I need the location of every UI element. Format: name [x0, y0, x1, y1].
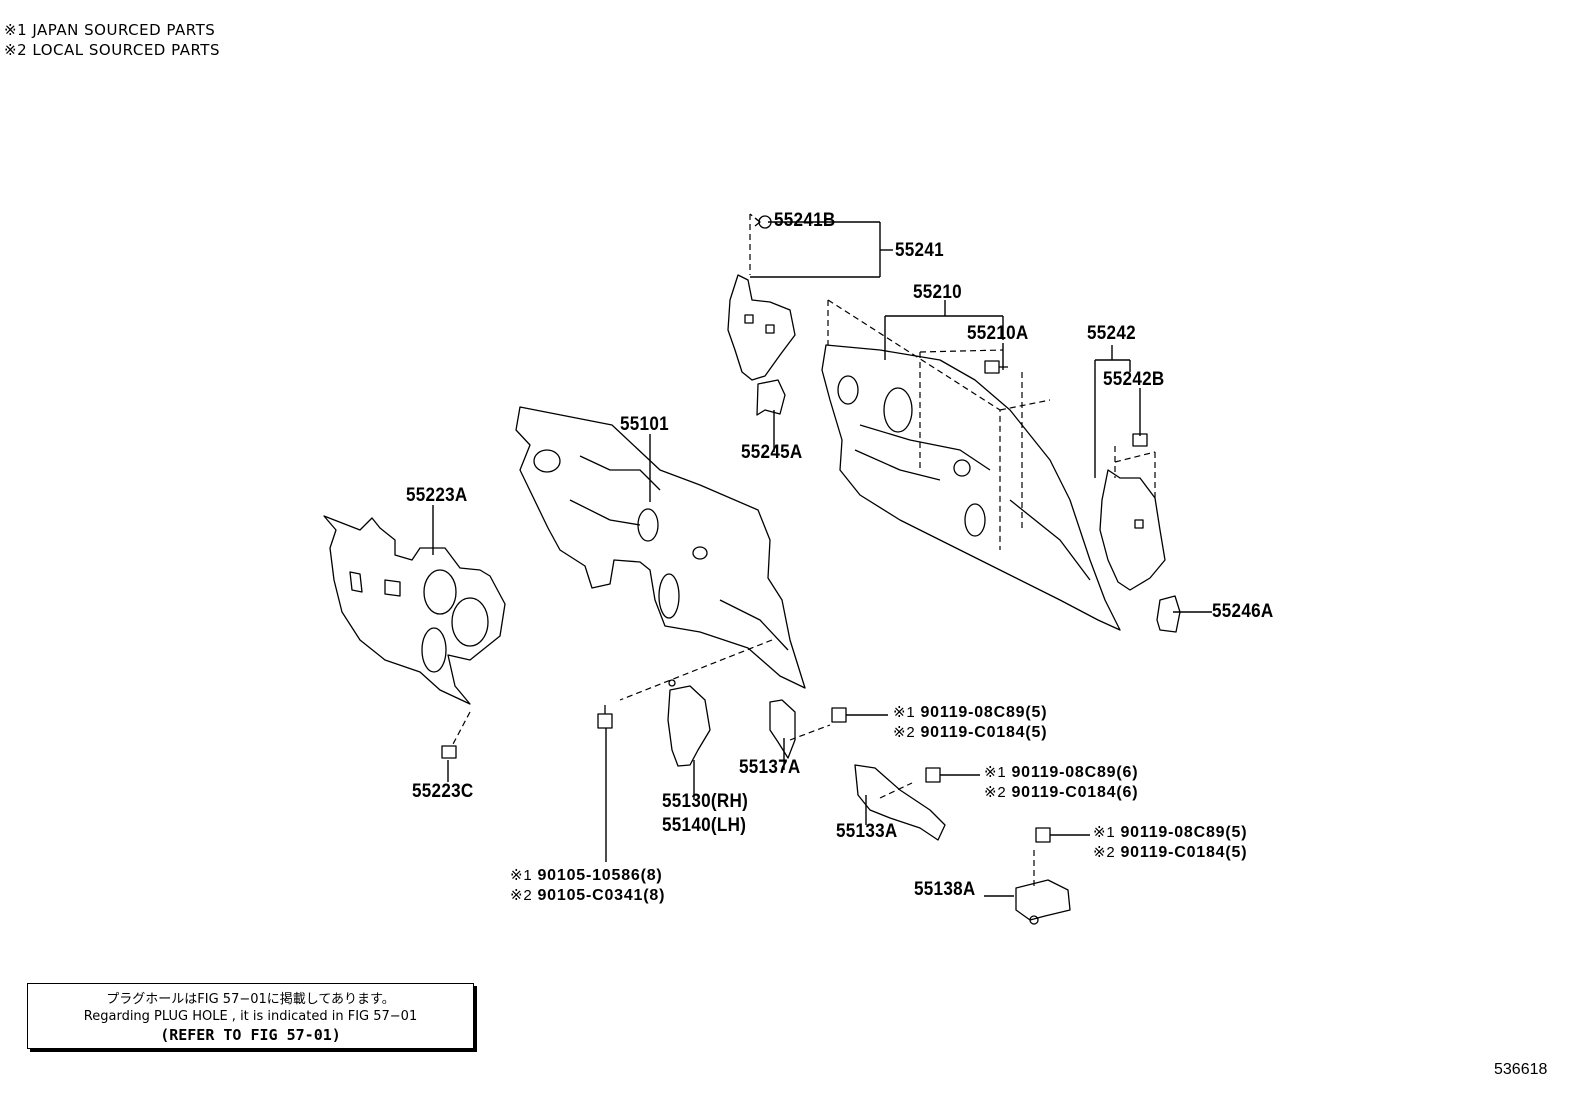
- legend-local-sourced: ※2 LOCAL SOURCED PARTS: [4, 41, 220, 59]
- label-55101: 55101: [620, 414, 669, 435]
- mark-local: ※2: [510, 887, 533, 904]
- part-55223A-silencer: [323, 515, 506, 705]
- legend-japan-sourced: ※1 JAPAN SOURCED PARTS: [4, 21, 216, 39]
- label-55245A: 55245A: [741, 442, 803, 463]
- mark-japan: ※1: [984, 764, 1007, 781]
- label-55241: 55241: [895, 240, 944, 261]
- label-55223A: 55223A: [406, 485, 468, 506]
- part-55210A-clip: [984, 360, 1008, 374]
- fastener-group-4: ※1 90105-10586(8) ※2 90105-C0341(8): [510, 866, 665, 906]
- part-55130-bracket: [667, 679, 711, 767]
- dashed-lines: [451, 213, 1156, 890]
- fastener-code: 90119-C0184(5): [920, 724, 1048, 741]
- label-55210: 55210: [913, 282, 962, 303]
- part-55242-bracket: [1099, 469, 1166, 591]
- mark-local: ※2: [984, 784, 1007, 801]
- fastener-group-1: ※1 90119-08C89(5) ※2 90119-C0184(5): [893, 703, 1047, 743]
- note-reference: (REFER TO FIG 57-01): [160, 1026, 341, 1044]
- part-55246A-pad: [1156, 595, 1181, 633]
- part-55101-panel: [515, 406, 806, 689]
- label-55137A: 55137A: [739, 757, 801, 778]
- part-55137A-bracket: [769, 699, 796, 759]
- fastener-code: 90119-08C89(5): [1120, 824, 1248, 841]
- label-55241B: 55241B: [774, 210, 836, 231]
- fastener-code: 90119-C0184(5): [1120, 844, 1248, 861]
- fastener-code: 90119-08C89(5): [920, 704, 1048, 721]
- part-55223C-clip: [441, 745, 457, 759]
- fastener-group-3: ※1 90119-08C89(5) ※2 90119-C0184(5): [1093, 823, 1247, 863]
- fastener-code: 90105-C0341(8): [537, 887, 666, 904]
- label-55242: 55242: [1087, 323, 1136, 344]
- label-55140-lh: 55140(LH): [662, 815, 747, 836]
- label-55242B: 55242B: [1103, 369, 1165, 390]
- plug-hole-note: プラグホールはFIG 57−01に掲載してあります。 Regarding PLU…: [27, 983, 474, 1049]
- mark-local: ※2: [893, 724, 916, 741]
- label-55210A: 55210A: [967, 323, 1029, 344]
- part-55138A-bracket: [1015, 879, 1071, 925]
- label-55130-rh: 55130(RH): [662, 791, 749, 812]
- part-90119-bolt-2: [925, 767, 941, 783]
- part-55245A-pad: [756, 379, 786, 416]
- leader-lines: [432, 221, 1212, 897]
- part-90105-bolt: [597, 705, 613, 729]
- label-55246A: 55246A: [1212, 601, 1274, 622]
- mark-japan: ※1: [1093, 824, 1116, 841]
- label-55133A: 55133A: [836, 821, 898, 842]
- part-90119-bolt-1: [831, 707, 847, 723]
- part-55242B-clip: [1132, 433, 1148, 447]
- part-55241B-clip: [754, 215, 772, 229]
- mark-japan: ※1: [510, 867, 533, 884]
- figure-number: 536618: [1494, 1061, 1548, 1078]
- label-55138A: 55138A: [914, 879, 976, 900]
- fastener-code: 90119-08C89(6): [1011, 764, 1139, 781]
- legend: ※1 JAPAN SOURCED PARTS ※2 LOCAL SOURCED …: [4, 20, 220, 60]
- fastener-group-2: ※1 90119-08C89(6) ※2 90119-C0184(6): [984, 763, 1138, 803]
- part-55133A-bracket: [854, 764, 946, 841]
- part-55241-bracket: [727, 274, 796, 381]
- fastener-code: 90105-10586(8): [537, 867, 663, 884]
- label-55223C: 55223C: [412, 781, 474, 802]
- part-90119-bolt-3: [1035, 827, 1051, 843]
- note-japanese: プラグホールはFIG 57−01に掲載してあります。: [106, 992, 395, 1007]
- mark-local: ※2: [1093, 844, 1116, 861]
- part-55210-panel: [821, 344, 1121, 631]
- fastener-code: 90119-C0184(6): [1011, 784, 1139, 801]
- mark-japan: ※1: [893, 704, 916, 721]
- note-english: Regarding PLUG HOLE , it is indicated in…: [83, 1009, 418, 1024]
